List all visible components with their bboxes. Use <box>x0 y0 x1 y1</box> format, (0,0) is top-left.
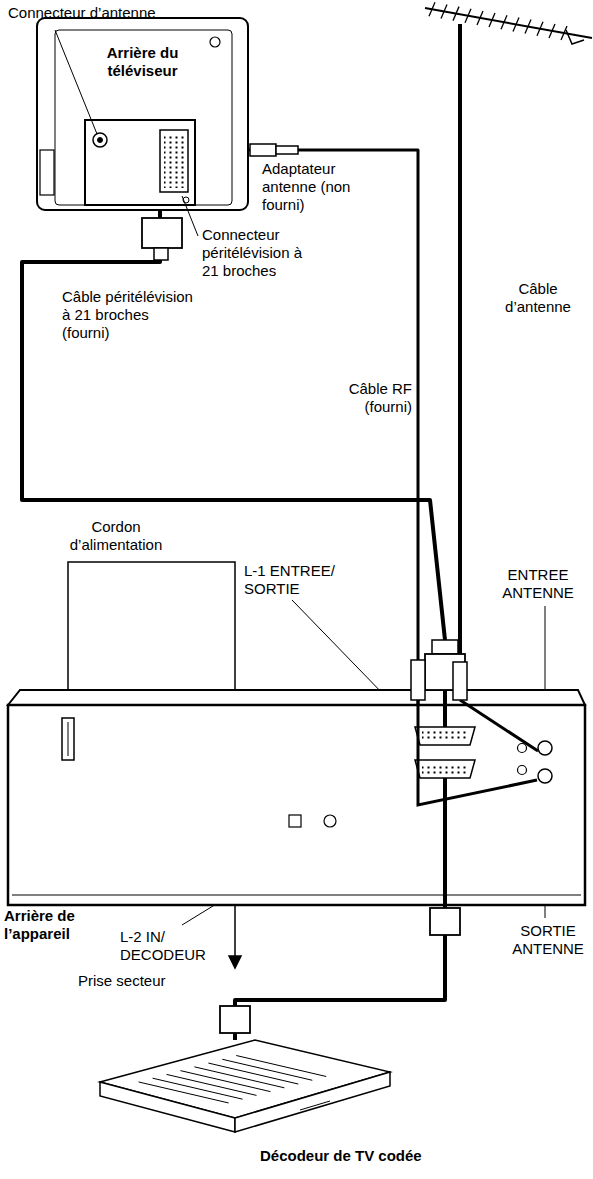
socket-label: SORTIE ANTENNE <box>508 922 588 958</box>
cable-label: Câble péritélévision à 21 broches (fourn… <box>62 288 194 342</box>
connector-label: Connecteur d’antenne <box>8 4 168 22</box>
scart-cable <box>235 905 445 1040</box>
socket-label: L-1 ENTREE/ SORTIE <box>244 562 348 598</box>
vcr-back-panel: Arrière de l’appareil <box>8 705 585 905</box>
decoder-box: Décodeur de TV codée <box>100 1040 390 1135</box>
outlet-label: Prise secteur <box>78 972 188 990</box>
node-heading: Arrière du téléviseur <box>73 44 213 80</box>
decoder-box <box>100 1040 390 1132</box>
vcr-back <box>8 690 585 905</box>
tv-back-panel: Arrière du téléviseur <box>37 18 248 210</box>
tv-back <box>37 18 248 210</box>
scart-cable <box>22 210 445 705</box>
node-heading: Décodeur de TV codée <box>260 1147 490 1165</box>
antenna <box>425 2 592 44</box>
adapter-label: Adaptateur antenne (non fourni) <box>262 160 362 214</box>
connector-label: Connecteur péritélévision à 21 broches <box>202 226 320 280</box>
node-heading: Arrière de l’appareil <box>4 907 119 943</box>
antenna-cable <box>458 24 462 662</box>
cord-label: Cordon d’alimentation <box>54 518 178 554</box>
cable-label: Câble d’antenne <box>496 280 580 316</box>
cable-label: Câble RF (fourni) <box>326 380 412 416</box>
socket-label: L-2 IN/ DECODEUR <box>120 928 224 964</box>
socket-label: ENTREE ANTENNE <box>486 566 590 602</box>
